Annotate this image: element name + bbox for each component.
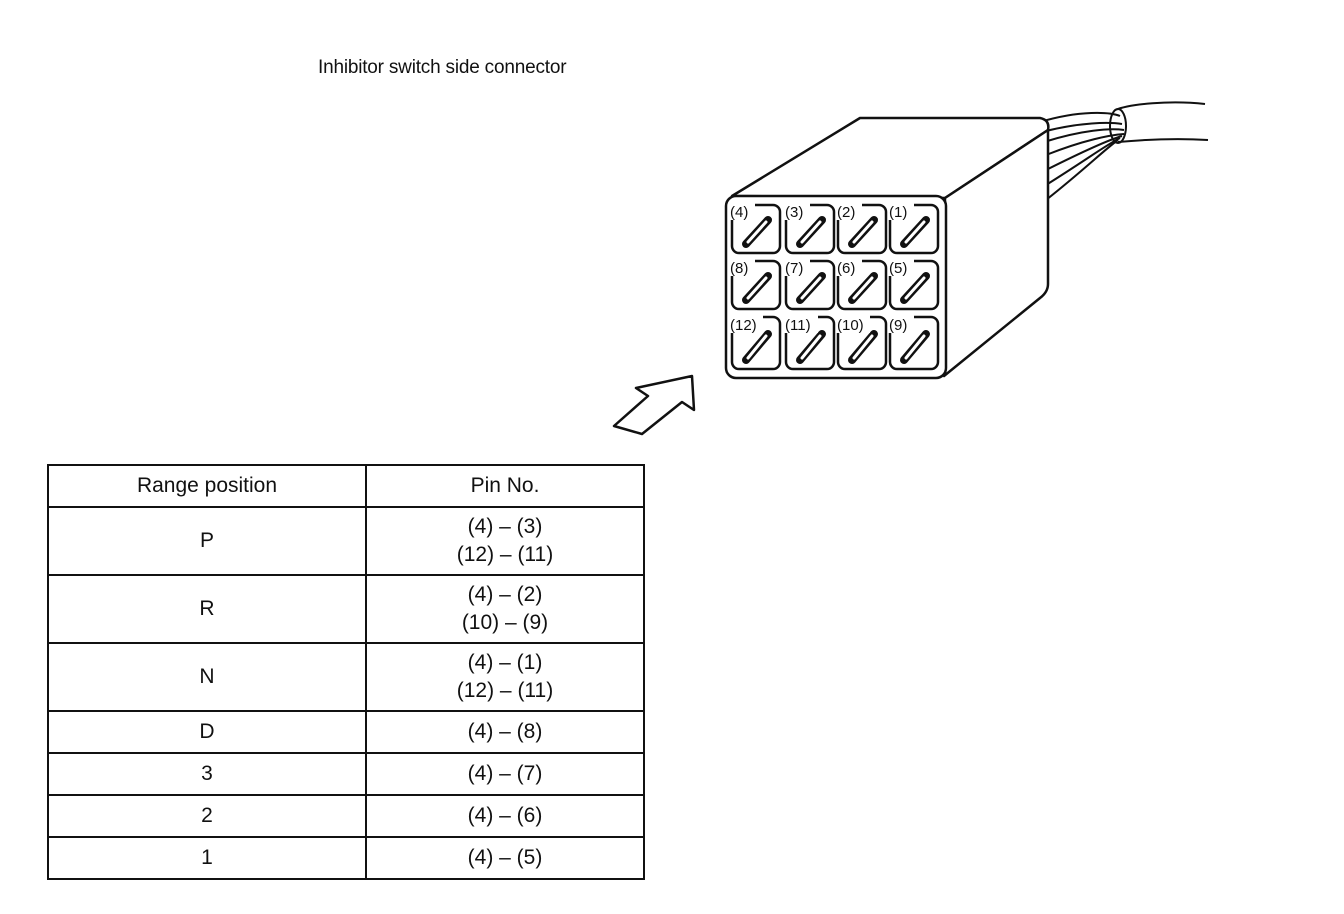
table-row: P (4) – (3) (12) – (11) [47,506,645,576]
view-direction-arrow-icon [612,374,696,436]
range-position-cell: 2 [47,794,367,838]
pin-label: (11) [785,317,811,334]
table-row: 1 (4) – (5) [47,836,645,880]
pin-label: (5) [889,260,907,277]
table-row: 2 (4) – (6) [47,794,645,838]
pin-label: (4) [730,204,748,221]
pin-no-cell: (4) – (2) (10) – (9) [365,574,645,644]
header-pin-no: Pin No. [365,464,645,508]
header-range-position: Range position [47,464,367,508]
range-position-cell: D [47,710,367,754]
pin-pair: (12) – (11) [456,679,554,702]
range-position-cell: P [47,506,367,576]
pin-label: (2) [837,204,855,221]
diagram-title: Inhibitor switch side connector [318,57,567,78]
pin-no-cell: (4) – (8) [365,710,645,754]
wire-bundle [1039,101,1209,201]
pin-no-cell: (4) – (1) (12) – (11) [365,642,645,712]
pin-pair: (10) – (9) [461,611,549,634]
pin-pair: (12) – (11) [456,543,554,566]
table-row: R (4) – (2) (10) – (9) [47,574,645,644]
pin-no-cell: (4) – (6) [365,794,645,838]
range-position-cell: N [47,642,367,712]
pin-pair: (4) – (3) [467,515,543,538]
range-position-cell: R [47,574,367,644]
pin-label: (12) [730,317,757,334]
table-row: N (4) – (1) (12) – (11) [47,642,645,712]
pin-label: (8) [730,260,748,277]
pin-no-cell: (4) – (5) [365,836,645,880]
pin-label: (10) [837,317,864,334]
pin-pair: (4) – (2) [467,583,543,606]
pin-label: (3) [785,204,803,221]
range-position-cell: 3 [47,752,367,796]
table-row: 3 (4) – (7) [47,752,645,796]
pin-label: (6) [837,260,855,277]
pin-label: (7) [785,260,803,277]
pin-label: (1) [889,204,907,221]
pin-label: (9) [889,317,907,334]
table-row: D (4) – (8) [47,710,645,754]
pin-no-cell: (4) – (3) (12) – (11) [365,506,645,576]
range-pin-table: Range position Pin No. P (4) – (3) (12) … [47,464,645,880]
range-position-cell: 1 [47,836,367,880]
pin-no-cell: (4) – (7) [365,752,645,796]
pin-pair: (4) – (1) [467,651,543,674]
